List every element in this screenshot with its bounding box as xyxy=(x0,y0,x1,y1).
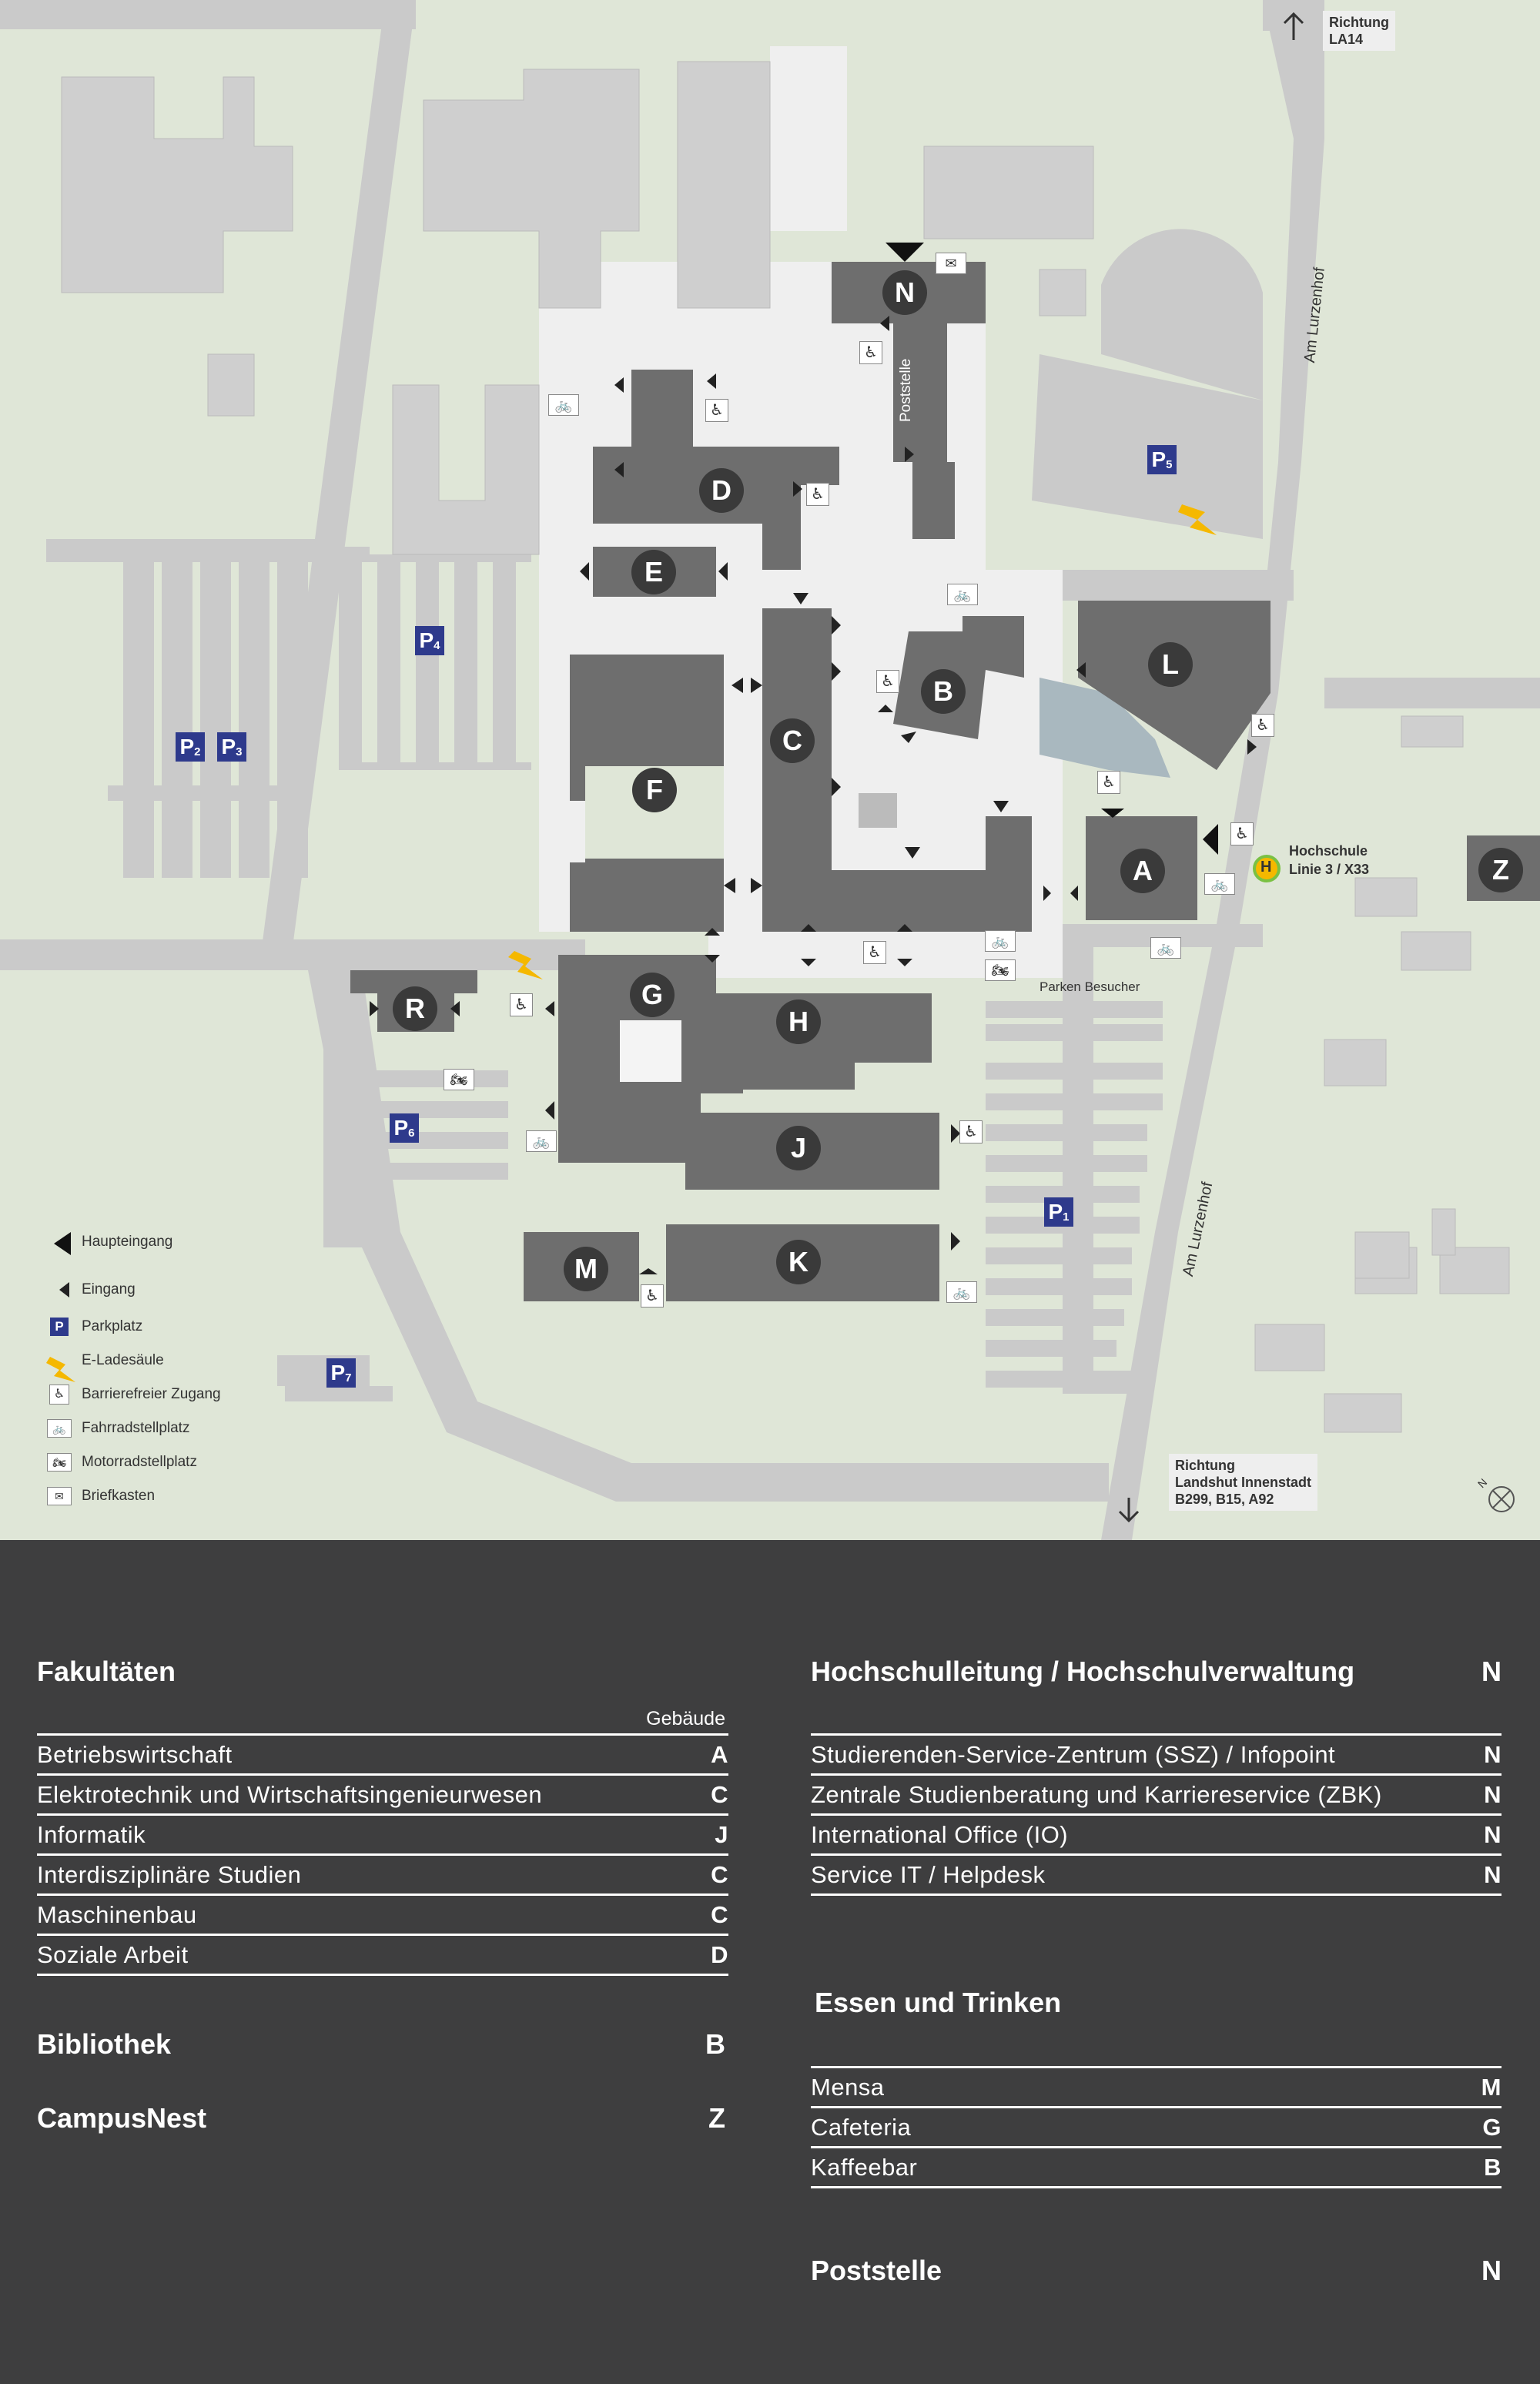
parking-badge-p4[interactable]: P4 xyxy=(415,626,444,655)
legend-row-motorcycle: 🏍Motorradstellplatz xyxy=(46,1451,197,1474)
administration-row[interactable]: Zentrale Studienberatung und Karriereser… xyxy=(811,1776,1502,1816)
poststelle-label: Poststelle xyxy=(898,358,914,422)
wheelchair-icon: ♿ xyxy=(876,670,899,693)
building-label-M[interactable]: L xyxy=(1148,642,1193,687)
bus-stop-label: Hochschule Linie 3 / X33 xyxy=(1289,843,1370,877)
legend-row-bicycle: 🚲Fahrradstellplatz xyxy=(46,1417,189,1440)
bus-stop-symbol: H xyxy=(1260,859,1272,876)
bicycle-icon: 🚲 xyxy=(526,1130,557,1152)
wheelchair-icon: ♿ xyxy=(959,1120,983,1143)
building-label-N[interactable]: N xyxy=(882,270,927,315)
motorcycle-icon: 🏍 xyxy=(47,1453,72,1472)
building-label-K[interactable]: K xyxy=(776,1240,821,1284)
building-label-A[interactable]: A xyxy=(1120,849,1165,893)
building-label-B[interactable]: B xyxy=(921,669,966,714)
bicycle-icon: 🚲 xyxy=(47,1419,72,1438)
wheelchair-icon: ♿ xyxy=(806,483,829,506)
food-top-rule xyxy=(811,2066,1502,2068)
faculties-title: Fakultäten xyxy=(37,1656,176,1687)
campusnest-building: Z xyxy=(708,2102,725,2134)
wheelchair-icon: ♿ xyxy=(641,1284,664,1308)
parking-badge-p7[interactable]: P7 xyxy=(326,1358,356,1388)
faculty-row[interactable]: Elektrotechnik und Wirtschaftsingenieurw… xyxy=(37,1776,728,1816)
parking-badge-p3[interactable]: P3 xyxy=(217,732,246,762)
administration-top-rule xyxy=(811,1733,1502,1736)
legend-row-entrance: Eingang xyxy=(82,1281,136,1297)
post-title: Poststelle xyxy=(811,2255,942,2286)
building-label-C[interactable]: C xyxy=(770,718,815,763)
building-label-F[interactable]: F xyxy=(632,768,677,812)
parking-icon: P xyxy=(50,1318,69,1336)
parking-badge-p1[interactable]: P1 xyxy=(1044,1197,1073,1227)
library-title: Bibliothek xyxy=(37,2028,172,2060)
wheelchair-icon: ♿ xyxy=(859,341,882,364)
building-label-L[interactable]: M xyxy=(564,1247,608,1291)
map-graphics xyxy=(0,0,1540,1540)
building-label-D[interactable]: D xyxy=(699,468,744,513)
bicycle-icon: 🚲 xyxy=(548,394,579,416)
post-building: N xyxy=(1481,2255,1502,2286)
mailbox-icon: ✉ xyxy=(936,253,966,274)
wheelchair-icon: ♿ xyxy=(1230,822,1254,845)
building-label-J[interactable]: J xyxy=(776,1126,821,1170)
administration-building: N xyxy=(1481,1656,1502,1687)
direction-north-box: Richtung LA14 xyxy=(1323,11,1395,51)
parking-badge-p2[interactable]: P2 xyxy=(176,732,205,762)
bicycle-icon: 🚲 xyxy=(985,930,1016,952)
wheelchair-icon: ♿ xyxy=(863,941,886,964)
motorcycle-icon: 🏍 xyxy=(985,959,1016,981)
building-label-Z[interactable]: Z xyxy=(1478,848,1523,892)
direction-south-box: Richtung Landshut Innenstadt B299, B15, … xyxy=(1169,1454,1317,1511)
building-label-E[interactable]: E xyxy=(631,550,676,594)
visitor-parking-label: Parken Besucher xyxy=(1040,979,1140,994)
wheelchair-icon: ♿ xyxy=(1097,771,1120,794)
wheelchair-icon: ♿ xyxy=(705,399,728,422)
food-title: Essen und Trinken xyxy=(815,1987,1062,2018)
motorcycle-icon: 🏍 xyxy=(444,1069,474,1090)
wheelchair-icon: ♿ xyxy=(1251,714,1274,737)
mailbox-icon: ✉ xyxy=(47,1487,72,1505)
parking-badge-p6[interactable]: P6 xyxy=(390,1113,419,1143)
legend-row-wheelchair: ♿Barrierefreier Zugang xyxy=(46,1383,221,1406)
bicycle-icon: 🚲 xyxy=(1150,937,1181,959)
bicycle-icon: 🚲 xyxy=(1204,873,1235,895)
bicycle-icon: 🚲 xyxy=(946,1281,977,1303)
campus-map: N D E B L C F A Z G R H J K M P1 P2 P3 P… xyxy=(0,0,1540,1540)
faculties-column-header: Gebäude xyxy=(646,1708,725,1729)
building-label-H[interactable]: H xyxy=(776,999,821,1044)
library-building: B xyxy=(705,2028,725,2060)
legend-row-charging: E-Ladesäule xyxy=(82,1352,164,1368)
administration-title: Hochschulleitung / Hochschulverwaltung xyxy=(811,1656,1355,1687)
legend-row-main-entrance: Haupteingang xyxy=(82,1234,173,1250)
administration-row[interactable]: International Office (IO)N xyxy=(811,1816,1502,1856)
building-label-G[interactable]: G xyxy=(630,973,675,1017)
campusnest-title: CampusNest xyxy=(37,2102,207,2134)
administration-row[interactable]: Studierenden-Service-Zentrum (SSZ) / Inf… xyxy=(811,1736,1502,1776)
legend-row-mailbox: ✉Briefkasten xyxy=(46,1485,155,1508)
parking-badge-p5[interactable]: P5 xyxy=(1147,445,1177,474)
wheelchair-icon: ♿ xyxy=(49,1385,69,1405)
faculties-top-rule xyxy=(37,1733,728,1736)
building-label-R[interactable]: R xyxy=(393,986,437,1031)
wheelchair-icon: ♿ xyxy=(510,993,533,1016)
bicycle-icon: 🚲 xyxy=(947,584,978,605)
